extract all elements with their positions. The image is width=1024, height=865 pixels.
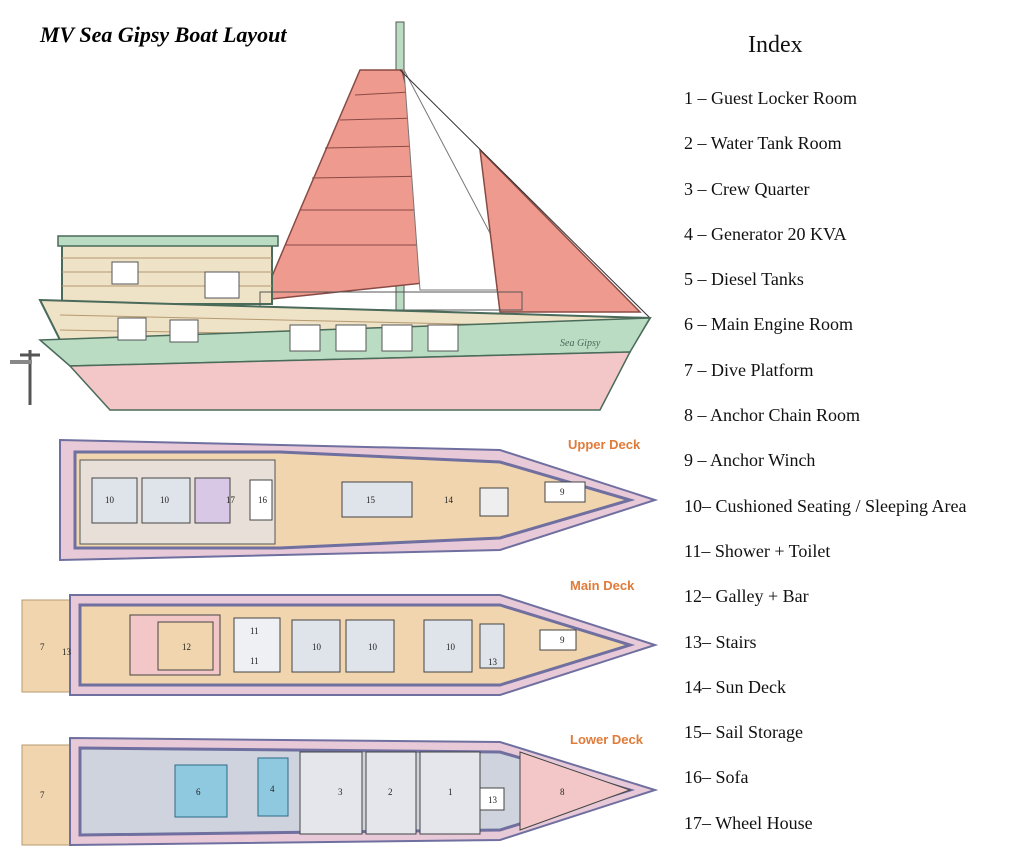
index-item: 5 – Diesel Tanks xyxy=(684,265,966,310)
index-label: Water Tank Room xyxy=(710,133,842,154)
index-label: Diesel Tanks xyxy=(711,269,804,290)
cabin-upper xyxy=(61,241,273,305)
index-item: 2 – Water Tank Room xyxy=(684,129,966,174)
room-num: 3 xyxy=(338,787,343,797)
room-num: 15 xyxy=(366,495,376,505)
room-num: 11 xyxy=(250,656,259,666)
room-num: 13 xyxy=(488,795,498,805)
index-label: Crew Quarter xyxy=(711,178,810,199)
index-label: Cushioned Seating / Sleeping Area xyxy=(715,495,967,516)
room-num: 8 xyxy=(560,787,565,797)
index-num: 11– xyxy=(684,540,711,561)
room-num: 12 xyxy=(182,642,191,652)
room-num: 13 xyxy=(488,657,498,667)
index-item: 17– Wheel House xyxy=(684,809,966,854)
index-label: Main Engine Room xyxy=(711,314,853,335)
index-label: Anchor Winch xyxy=(710,450,816,471)
index-item: 1 – Guest Locker Room xyxy=(684,84,966,129)
index-num: 3 – xyxy=(684,178,707,199)
index-num: 14– xyxy=(684,676,711,697)
room-num: 10 xyxy=(312,642,322,652)
upper-deck-plan: 10 10 17 16 15 14 9 xyxy=(59,438,659,562)
room-num: 10 xyxy=(446,642,456,652)
room-num: 1 xyxy=(448,787,453,797)
room-num: 9 xyxy=(560,635,565,645)
room-num: 9 xyxy=(560,487,565,497)
index-list: 1 – Guest Locker Room 2 – Water Tank Roo… xyxy=(684,84,966,854)
lower-deck-label: Lower Deck xyxy=(570,732,643,747)
index-num: 4 – xyxy=(684,223,707,244)
index-num: 6 – xyxy=(684,314,707,335)
room-num: 10 xyxy=(368,642,378,652)
main-deck-label: Main Deck xyxy=(570,578,635,593)
index-num: 5 – xyxy=(684,269,707,290)
index-label: Sofa xyxy=(715,767,749,788)
fore-sail xyxy=(478,147,642,313)
index-item: 11– Shower + Toilet xyxy=(684,537,966,582)
index-num: 7 – xyxy=(684,359,707,380)
main-deck-plan: 7 13 12 11 11 10 10 10 13 9 xyxy=(21,594,659,696)
page-title: MV Sea Gipsy Boat Layout xyxy=(40,22,287,47)
index-item: 14– Sun Deck xyxy=(684,673,966,718)
index-label: Dive Platform xyxy=(711,359,814,380)
index-label: Shower + Toilet xyxy=(714,540,831,561)
index-label: Stairs xyxy=(715,631,757,652)
index-label: Guest Locker Room xyxy=(711,88,857,108)
room-num: 13 xyxy=(62,647,72,657)
main-sail xyxy=(260,69,453,301)
index-num: 12– xyxy=(684,586,711,607)
room-num: 7 xyxy=(40,642,45,652)
room-num: 11 xyxy=(250,626,259,636)
upper-deck-label: Upper Deck xyxy=(568,437,641,452)
index-item: 16– Sofa xyxy=(684,763,966,808)
index-num: 15– xyxy=(684,722,711,743)
index-item: 4 – Generator 20 KVA xyxy=(684,220,966,265)
room-num: 10 xyxy=(105,495,115,505)
index-num: 13– xyxy=(684,631,711,652)
index-item: 3 – Crew Quarter xyxy=(684,175,966,220)
hull-name: Sea Gipsy xyxy=(560,338,601,349)
index-item: 6 – Main Engine Room xyxy=(684,310,966,355)
index-item: 12– Galley + Bar xyxy=(684,582,966,627)
index-item: 15– Sail Storage xyxy=(684,718,966,763)
index-label: Sun Deck xyxy=(715,676,787,697)
room-num: 14 xyxy=(444,495,454,505)
index-label: Sail Storage xyxy=(715,722,804,743)
index-label: Galley + Bar xyxy=(715,586,809,607)
index-item: 8 – Anchor Chain Room xyxy=(684,401,966,446)
index-item: 13– Stairs xyxy=(684,628,966,673)
index-num: 10– xyxy=(684,495,711,516)
room-num: 17 xyxy=(226,495,236,505)
lower-deck-plan: 7 6 4 3 2 1 13 8 xyxy=(21,736,659,847)
index-num: 16– xyxy=(684,767,711,788)
index-item: 10– Cushioned Seating / Sleeping Area xyxy=(684,492,966,537)
index-num: 8 – xyxy=(684,405,707,426)
index-num: 9 – xyxy=(684,450,707,471)
room-num: 16 xyxy=(258,495,268,505)
index-num: 2 – xyxy=(684,133,707,154)
index-label: Wheel House xyxy=(715,812,813,833)
index-item: 7 – Dive Platform xyxy=(684,356,966,401)
room-num: 2 xyxy=(388,787,393,797)
index-label: Anchor Chain Room xyxy=(710,405,861,426)
index-num: 1 – xyxy=(684,88,707,108)
index-label: Generator 20 KVA xyxy=(711,223,847,244)
index-item: 9 – Anchor Winch xyxy=(684,446,966,491)
side-view: Sea Gipsy xyxy=(10,21,652,411)
room-num: 7 xyxy=(40,790,45,800)
index-heading: Index xyxy=(748,32,803,58)
room-num: 4 xyxy=(270,784,275,794)
index-num: 17– xyxy=(684,812,711,833)
room-num: 10 xyxy=(160,495,170,505)
room-num: 6 xyxy=(196,787,201,797)
